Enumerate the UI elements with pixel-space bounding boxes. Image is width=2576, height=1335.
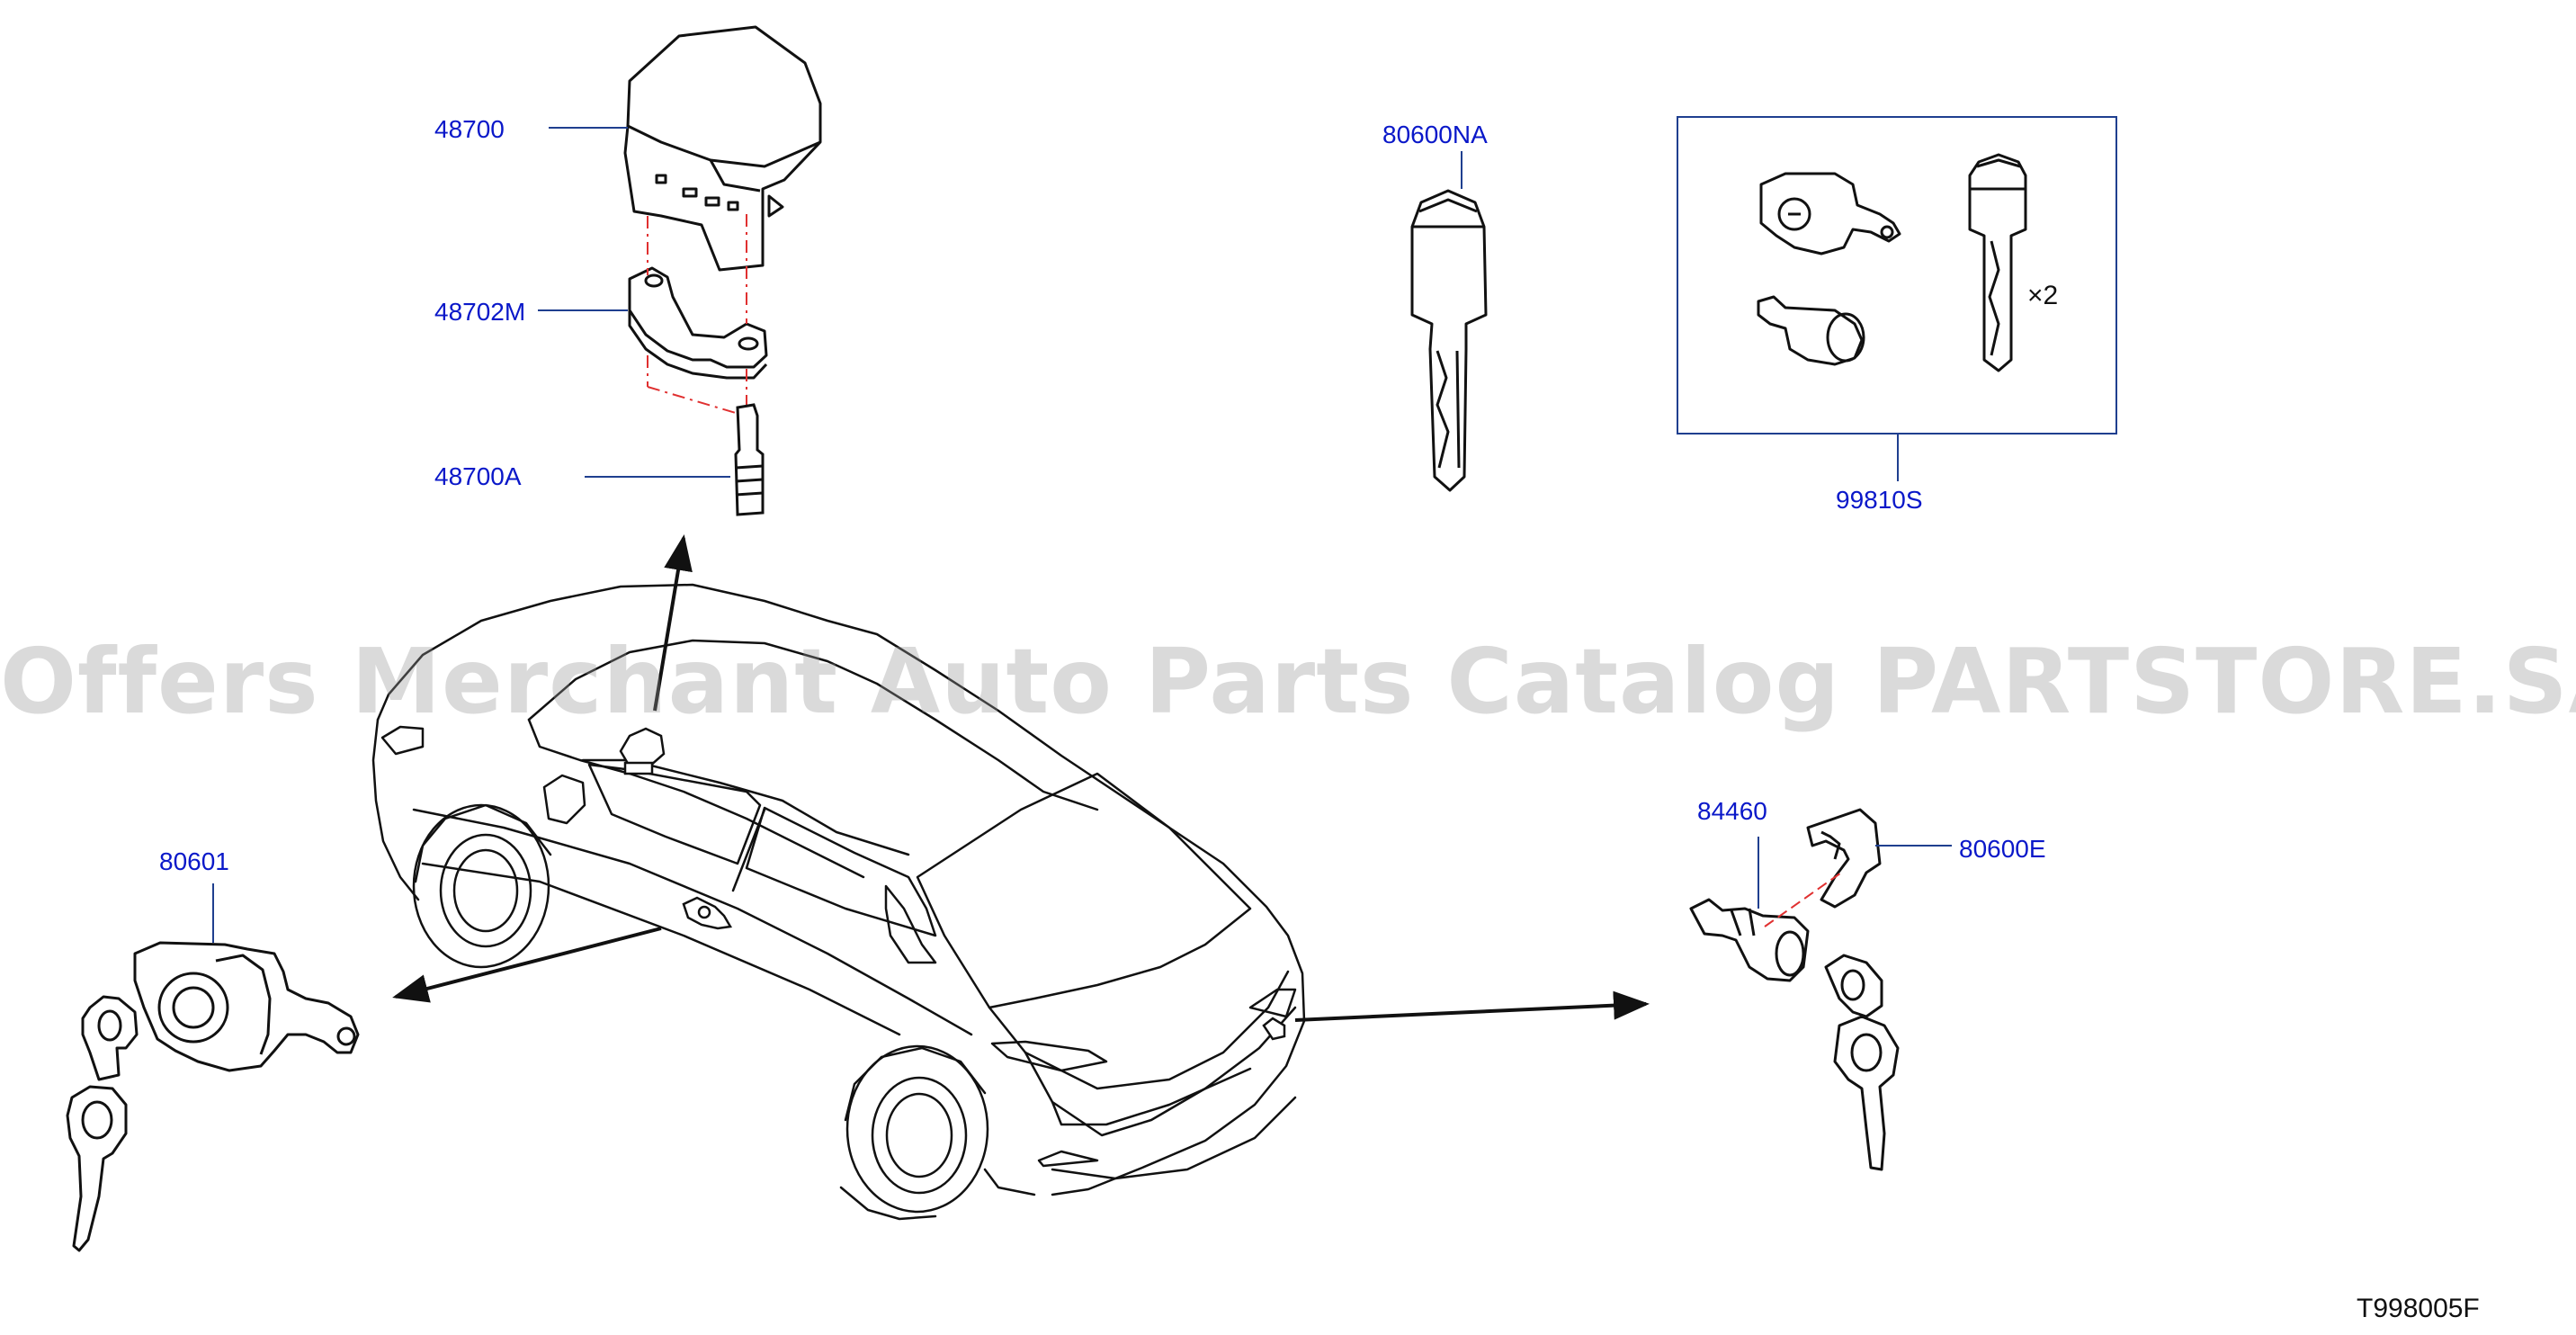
shear-bolt-drawing: [734, 403, 765, 516]
vehicle-part-icons: [619, 727, 1286, 1041]
label-84460[interactable]: 84460: [1697, 797, 1767, 825]
label-48700[interactable]: 48700: [434, 115, 505, 143]
callout-arrows: [392, 534, 1650, 1022]
cylinder-set-box: [1677, 116, 2117, 435]
label-80600E[interactable]: 80600E: [1959, 835, 2046, 863]
quantity-multiplier: ×2: [2027, 281, 2059, 310]
steering-bracket-drawing: [628, 266, 768, 380]
front-door-cylinder-drawing: [66, 941, 360, 1252]
vehicle-drawing: [371, 583, 1306, 1221]
diagram-code: T998005F: [2357, 1294, 2480, 1323]
set-contents-drawing: [1757, 153, 2027, 372]
label-99810S[interactable]: 99810S: [1836, 486, 1923, 514]
leader-lines: [212, 127, 1952, 943]
label-80600NA[interactable]: 80600NA: [1382, 121, 1488, 148]
label-80601[interactable]: 80601: [159, 847, 229, 875]
label-48700A[interactable]: 48700A: [434, 462, 522, 490]
intelligent-key-drawing: [1410, 189, 1488, 492]
dashed-alignment-lines: [647, 214, 747, 427]
ignition-knob-drawing: [623, 25, 822, 272]
label-48702M[interactable]: 48702M: [434, 298, 526, 326]
trunk-cylinder-drawing: [1689, 808, 1900, 1171]
